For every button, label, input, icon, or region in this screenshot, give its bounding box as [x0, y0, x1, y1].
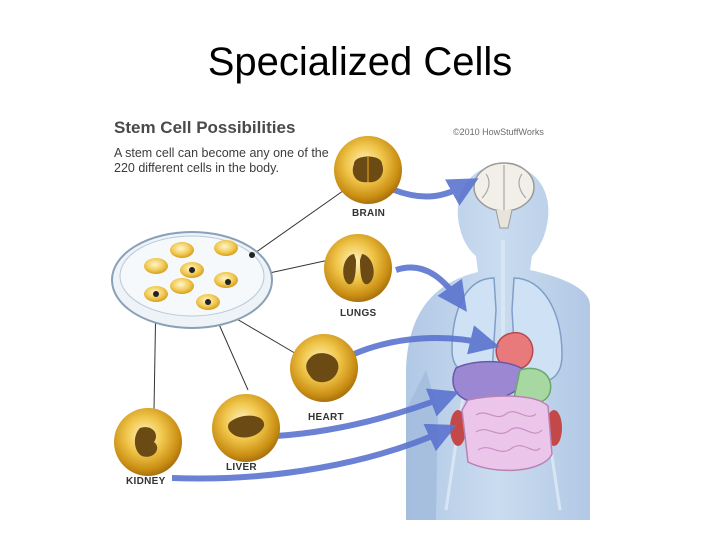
- stem-cell-infographic: Stem Cell Possibilities A stem cell can …: [96, 110, 590, 520]
- cell-label-liver: LIVER: [226, 462, 257, 473]
- heart-cell: [290, 334, 358, 402]
- copyright-notice: ©2010 HowStuffWorks: [453, 127, 544, 137]
- cell-label-brain: BRAIN: [352, 208, 386, 219]
- arrows: [171, 178, 500, 482]
- slide-title: Specialized Cells: [207, 40, 513, 84]
- lungs-cell: [324, 234, 392, 302]
- cell-label-lungs: LUNGS: [340, 308, 377, 319]
- liver-cell: [212, 394, 280, 462]
- brain-cell: [334, 136, 402, 204]
- brain-organ: [473, 162, 535, 229]
- infographic-heading: Stem Cell Possibilities: [114, 118, 296, 137]
- cell-label-kidney: KIDNEY: [126, 476, 166, 487]
- infographic-description: A stem cell can become any one of the 22…: [114, 146, 329, 175]
- cell-label-heart: HEART: [308, 412, 344, 423]
- kidney-cell: [114, 408, 182, 476]
- infographic-drawing: [111, 136, 590, 520]
- petri-dish: [111, 231, 273, 329]
- intestines-organ: [461, 395, 553, 472]
